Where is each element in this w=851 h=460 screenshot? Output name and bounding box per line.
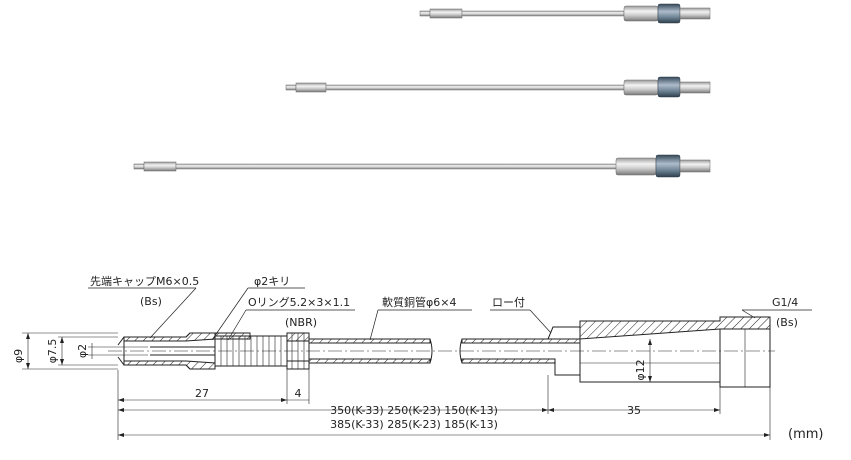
dim-35: 35 [627,404,641,417]
dim-length-total: 385(K-33) 285(K-23) 185(K-13) [330,418,498,431]
thread-material-label: (Bs) [776,316,798,329]
dim-phi9: φ9 [12,349,25,363]
thread-label: G1/4 [772,296,798,309]
probe-photo-short [419,3,711,24]
dim-phi12: φ12 [634,359,647,380]
dimension-arrows [26,333,770,437]
leader-lines [88,287,812,341]
tip-cap-material-label: (Bs) [140,295,162,308]
tip-cap-label: 先端キャップM6×0.5 [90,275,199,288]
dim-4: 4 [295,387,302,400]
oring-material-label: (NBR) [285,316,317,329]
drill-label: φ2キリ [254,275,290,288]
dim-phi75: φ7.5 [46,339,59,364]
dim-phi2: φ2 [76,344,89,358]
cross-section-drawing [108,316,775,388]
probe-photo-medium [285,76,711,98]
copper-tube-label: 軟質銅管φ6×4 [382,295,456,309]
dim-length-mid: 350(K-33) 250(K-23) 150(K-13) [330,404,498,417]
probe-photo-long [133,154,711,178]
oring-label: Oリング5.2×3×1.1 [248,295,350,309]
brazing-label: ロー付 [492,296,525,309]
dim-27: 27 [195,387,209,400]
unit-label: (mm) [788,427,823,442]
